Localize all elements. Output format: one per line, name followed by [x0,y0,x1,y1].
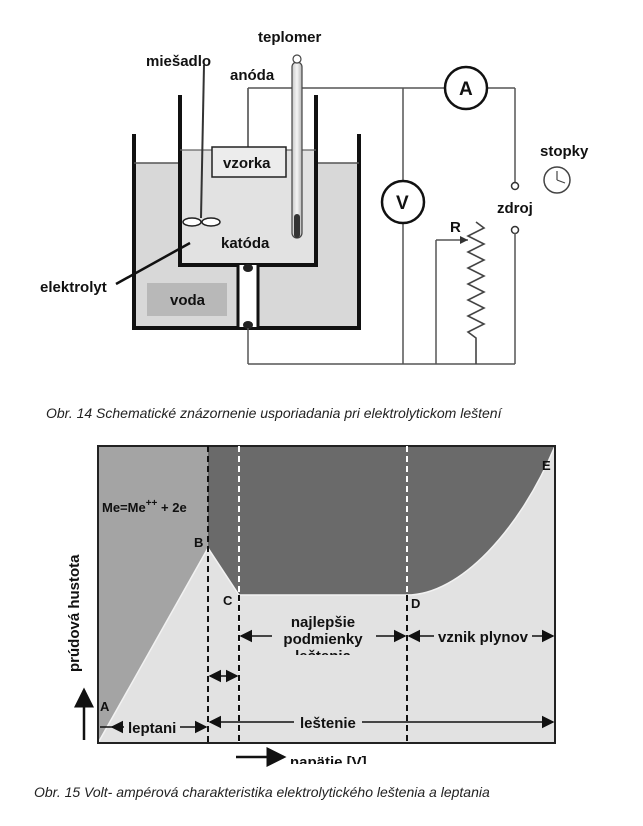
point-a: A [100,699,110,714]
point-d: D [411,596,420,611]
label-stopky: stopky [540,143,589,160]
va-characteristic-chart: Me=Me++ + 2e A B C D E najlepšie podmien… [34,445,556,800]
polishing-region [208,446,555,595]
stirrer-blade-left [182,217,202,227]
label-zdroj: zdroj [497,200,533,217]
point-c: C [223,593,233,608]
rheostat-arrow [460,236,468,244]
label-gas: vznik plynov [438,629,529,646]
label-leptanie: leptani [128,720,176,737]
ammeter [443,65,489,111]
label-voltmeter: V [396,193,409,214]
tube-joint-top [243,264,253,272]
best-label-clip [265,655,383,665]
label-anoda: anóda [230,67,275,84]
elektrolyt-pointer [115,241,191,286]
caption-figure-15: Obr. 15 Volt- ampérová charakteristika e… [34,784,490,800]
chart-frame [97,445,556,744]
label-best-1: najlepšie [291,614,355,631]
point-b: B [194,535,203,550]
apparatus-diagram: voda vzorka teplomer miešadlo anóda kató… [40,29,589,421]
y-axis-label: prúdová hustota [66,554,83,672]
stopwatch-hand-2 [556,179,566,184]
rheostat [466,221,486,364]
label-lestenie: leštenie [300,715,356,732]
label-vzorka: vzorka [223,155,271,172]
label-katoda: katóda [221,235,270,252]
label-resistor: R [450,219,461,236]
etching-region [98,446,208,743]
label-teplomer: teplomer [258,29,322,46]
stirrer-blade-right [201,217,221,227]
source-terminal-top [510,181,520,191]
va-curve [97,445,556,744]
source-terminal-bottom [510,225,520,235]
thermometer-bulb [294,214,300,238]
sample-box [211,146,287,178]
point-e: E [542,458,551,473]
label-ammeter: A [459,79,473,100]
xlabel-clip [286,764,366,772]
label-miesadlo: miešadlo [146,53,211,70]
label-best-2: podmienky [283,631,363,648]
cathode-tube-fill [238,265,258,327]
water-box [147,283,227,316]
caption-figure-14: Obr. 14 Schematické znázornenie usporiad… [46,405,504,421]
reaction-equation: Me=Me++ + 2e [102,498,187,515]
thermometer-top [292,54,302,64]
label-elektrolyt: elektrolyt [40,279,107,296]
label-voda: voda [170,292,206,309]
thermometer [291,61,303,239]
voltmeter [380,179,426,225]
tube-joint-bottom [243,321,253,329]
stirrer-shaft [200,64,205,219]
